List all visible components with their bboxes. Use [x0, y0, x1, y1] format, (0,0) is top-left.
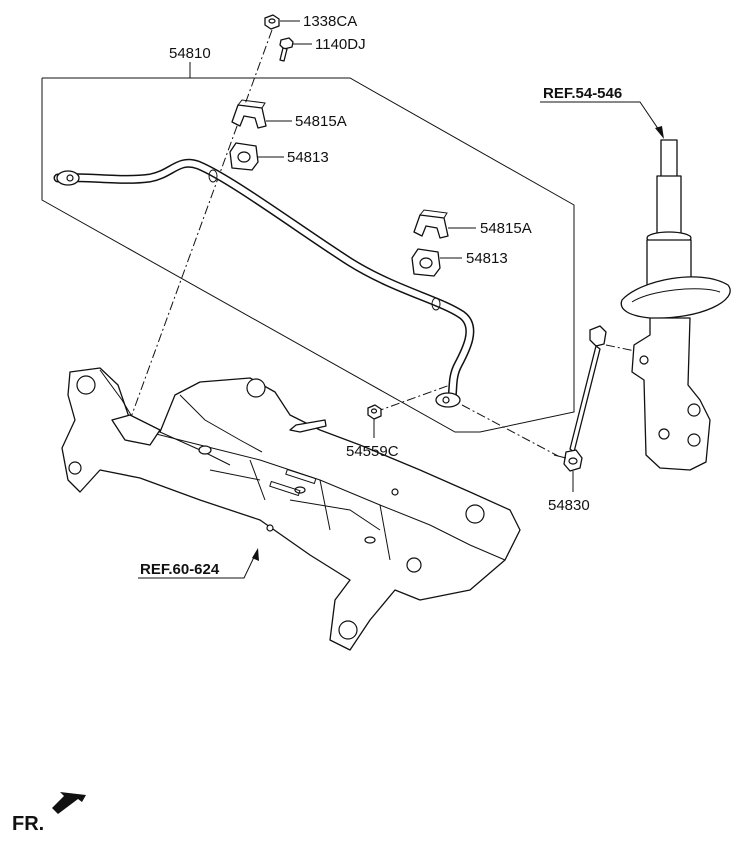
assembly-bracket-54810 — [41, 77, 575, 433]
assembly-line-bolt — [129, 29, 273, 421]
label-54813-upper: 54813 — [287, 149, 329, 166]
arrow-ref-strut-icon — [655, 126, 664, 139]
ref-label-crossmember: REF.60-624 — [140, 561, 220, 578]
label-1140DJ: 1140DJ — [315, 36, 366, 53]
label-54830: 54830 — [548, 497, 590, 514]
front-label: FR. — [12, 813, 44, 835]
nut-54559C-icon — [367, 404, 382, 420]
strut-assembly-icon — [620, 139, 731, 471]
leader-ref-crossmember — [138, 552, 257, 579]
crossmember-icon — [61, 367, 521, 651]
bolt-1140DJ-icon — [279, 37, 294, 62]
assembly-line-nut — [374, 384, 451, 413]
stabilizer-bar-icon — [53, 158, 475, 408]
assembly-line-link — [461, 404, 559, 457]
ref-label-strut: REF.54-546 — [543, 85, 622, 102]
leader-ref-strut — [540, 101, 662, 134]
label-54810: 54810 — [169, 45, 211, 62]
label-54815A-upper: 54815A — [295, 113, 347, 130]
bracket-54815A-upper-icon — [231, 99, 267, 129]
bushing-54813-upper-icon — [229, 142, 259, 171]
label-54815A-lower: 54815A — [480, 220, 532, 237]
label-54813-lower: 54813 — [466, 250, 508, 267]
arrow-ref-crossmember-icon — [252, 548, 259, 561]
stabilizer-link-54830-icon — [553, 325, 607, 472]
arrow-front-icon — [52, 792, 86, 814]
nut-1338CA-icon — [264, 14, 280, 30]
bushing-54813-lower-icon — [411, 248, 441, 277]
label-54559C: 54559C — [346, 443, 399, 460]
bracket-54815A-lower-icon — [413, 209, 449, 239]
assembly-line-strut — [605, 344, 641, 353]
label-1338CA: 1338CA — [303, 13, 357, 30]
